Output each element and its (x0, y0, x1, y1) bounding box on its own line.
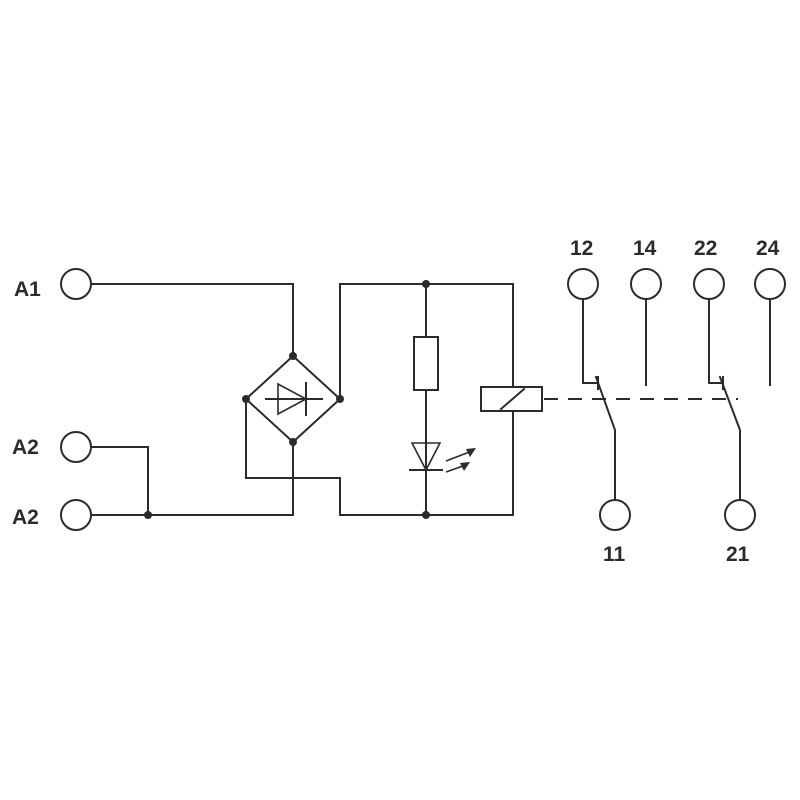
relay-coil (480, 386, 543, 412)
terminal-label-12: 12 (570, 237, 593, 260)
terminal-label-14: 14 (633, 237, 657, 260)
junction-dots (144, 280, 430, 519)
terminal-14 (630, 268, 662, 300)
terminal-a1 (60, 268, 92, 300)
bridge-rectifier (244, 354, 342, 444)
terminal-label-21: 21 (726, 543, 750, 566)
changeover-contact-21-22-24 (708, 298, 771, 501)
terminal-a2-upper (60, 431, 92, 463)
terminal-12 (567, 268, 599, 300)
terminal-22 (693, 268, 725, 300)
terminal-label-11: 11 (603, 543, 626, 566)
terminal-label-22: 22 (694, 237, 717, 260)
led (409, 442, 476, 473)
terminal-21 (724, 499, 756, 531)
terminal-label-a2-lower: A2 (12, 506, 39, 529)
changeover-contact-11-12-14 (582, 298, 647, 501)
terminal-24 (754, 268, 786, 300)
terminal-label-a2-upper: A2 (12, 436, 39, 459)
resistor (413, 336, 439, 391)
terminal-11 (599, 499, 631, 531)
terminal-label-a1: A1 (14, 278, 41, 301)
terminal-label-24: 24 (756, 237, 780, 260)
terminal-a2-lower (60, 499, 92, 531)
